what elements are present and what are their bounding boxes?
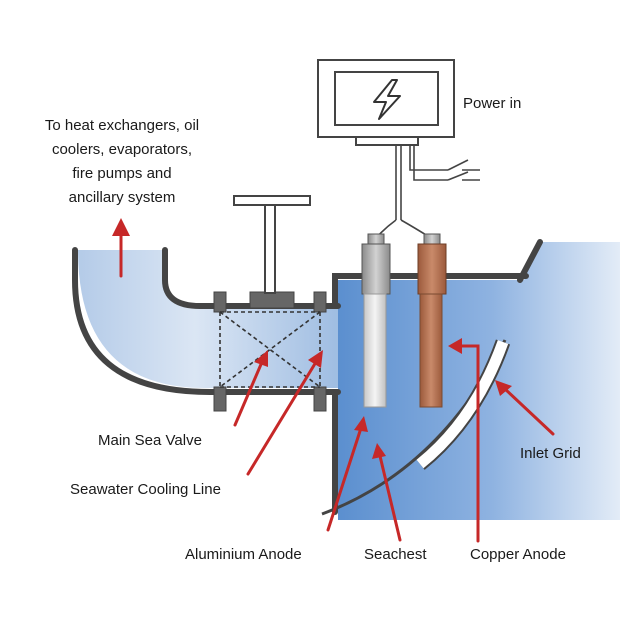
seawater-cooling-line-pointer (246, 360, 318, 476)
seawater-cooling-line-arrowhead (308, 350, 323, 368)
inlet-grid-pointer (503, 387, 555, 436)
destination-label-line: ancillary system (69, 189, 176, 206)
copper-anode (417, 233, 447, 408)
destination-label-line: coolers, evaporators, (52, 141, 192, 158)
pipe-inner-wall (162, 247, 341, 309)
seachest-pointer (378, 454, 402, 542)
main-sea-valve (213, 195, 327, 412)
aluminium-anode-label: Aluminium Anode (185, 546, 302, 563)
aluminium-anode-pointer (326, 426, 363, 532)
aluminium-anode (361, 233, 391, 408)
pipe-water (78, 250, 338, 388)
copper-anode-label: Copper Anode (470, 546, 566, 563)
aluminium-anode-arrowhead (354, 416, 368, 432)
power-in-label: Power in (463, 95, 521, 112)
destination-label-line: To heat exchangers, oil (45, 117, 199, 134)
seachest-label: Seachest (364, 546, 427, 563)
destination-label: To heat exchangers, oil coolers, evapora… (45, 117, 199, 206)
main-sea-valve-label: Main Sea Valve (98, 432, 202, 449)
hull-plate (517, 239, 543, 283)
pipe-outer-wall (72, 247, 341, 395)
inlet-grid-screen-fill (416, 340, 509, 469)
lightning-bolt-icon (373, 79, 401, 120)
seachest-arrowhead (372, 443, 386, 459)
seachest-wall (332, 273, 529, 515)
copper-anode-arrowhead (448, 338, 462, 354)
power-supply-unit (317, 59, 455, 146)
destination-label-line: fire pumps and (72, 165, 171, 182)
flow-arrow-up-head (112, 218, 130, 236)
main-sea-valve-arrowhead (254, 350, 268, 367)
inlet-grid-label: Inlet Grid (520, 445, 581, 462)
power-cables (375, 145, 480, 239)
inlet-grid-arrowhead (495, 380, 512, 396)
copper-anode-pointer (456, 344, 480, 543)
seawater-cooling-line-label: Seawater Cooling Line (70, 481, 221, 498)
main-sea-valve-pointer (233, 360, 264, 427)
